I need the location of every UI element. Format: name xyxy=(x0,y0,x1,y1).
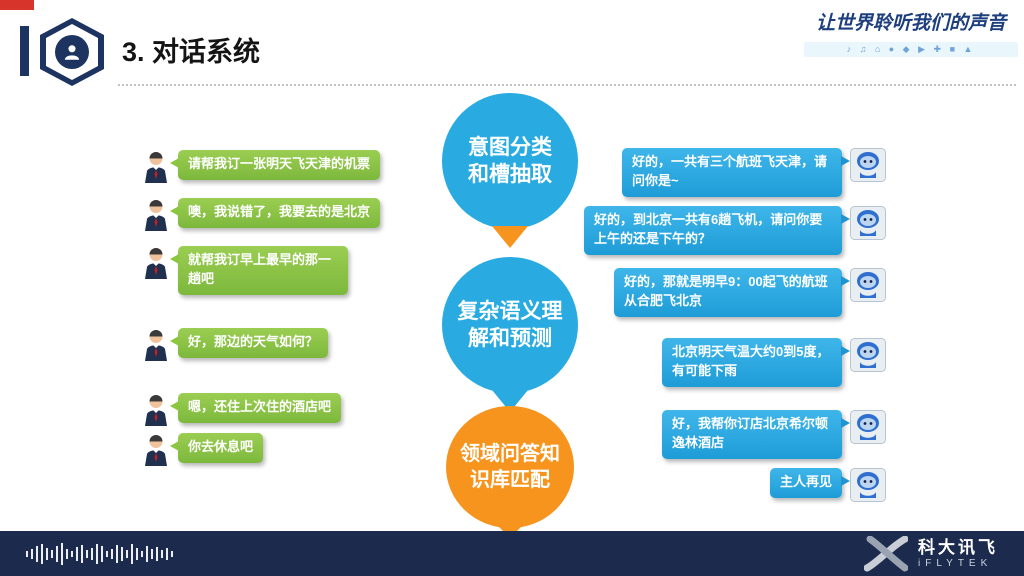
user-avatar-icon xyxy=(145,152,167,183)
chat-bubble-user: 噢，我说错了，我要去的是北京 xyxy=(169,198,381,228)
banner-icons: ♪ ♫ ⌂ ● ◆ ▶ ✚ ■ ▲ xyxy=(804,42,1018,57)
node-tail-1 xyxy=(492,226,528,248)
user-avatar-icon xyxy=(145,435,167,466)
user-avatar-icon xyxy=(145,200,167,231)
node-domain-qa: 领域问答知 识库匹配 xyxy=(446,406,574,528)
user-avatar-icon xyxy=(145,330,167,361)
bot-message-row: 北京明天气温大约0到5度，有可能下雨 xyxy=(662,338,886,387)
chat-bubble-bot: 好的，一共有三个航班飞天津，请问你是~ xyxy=(622,148,850,197)
red-corner-accent xyxy=(0,0,34,10)
bot-message-row: 好的，到北京一共有6趟飞机，请问你要上午的还是下午的？ xyxy=(584,206,886,255)
robot-avatar-icon xyxy=(850,410,886,444)
bot-message-row: 好的，那就是明早9：00起飞的航班从合肥飞北京 xyxy=(614,268,886,317)
node-label: 复杂语义理 解和预测 xyxy=(457,299,563,350)
chat-bubble-bot: 好的，那就是明早9：00起飞的航班从合肥飞北京 xyxy=(614,268,850,317)
chat-bubble-user: 你去休息吧 xyxy=(169,433,264,463)
robot-avatar-icon xyxy=(850,468,886,502)
robot-avatar-icon xyxy=(850,206,886,240)
brand-name-en: iFLYTEK xyxy=(918,557,993,569)
chat-bubble-user: 请帮我订一张明天飞天津的机票 xyxy=(169,150,381,180)
user-avatar-icon xyxy=(145,395,167,426)
person-badge-icon xyxy=(55,35,89,69)
slogan-banner: 让世界聆听我们的声音 ♪ ♫ ⌂ ● ◆ ▶ ✚ ■ ▲ xyxy=(804,8,1018,57)
user-message-row: 嗯，还住上次住的酒店吧 xyxy=(142,393,342,427)
user-message-row: 噢，我说错了，我要去的是北京 xyxy=(142,198,381,232)
waveform-icon xyxy=(26,542,173,565)
user-message-row: 请帮我订一张明天飞天津的机票 xyxy=(142,150,381,184)
robot-avatar-icon xyxy=(850,338,886,372)
chat-bubble-user: 好，那边的天气如何？ xyxy=(169,328,329,358)
node-intent-classification: 意图分类 和槽抽取 xyxy=(442,93,578,229)
bot-message-row: 好的，一共有三个航班飞天津，请问你是~ xyxy=(622,148,886,197)
chat-bubble-bot: 主人再见 xyxy=(769,468,851,498)
user-message-row: 你去休息吧 xyxy=(142,433,264,467)
bot-message-row: 好，我帮你订店北京希尔顿逸林酒店 xyxy=(662,410,886,459)
user-avatar-icon xyxy=(145,248,167,279)
header-separator xyxy=(118,84,1016,86)
chat-bubble-bot: 北京明天气温大约0到5度，有可能下雨 xyxy=(662,338,850,387)
node-label: 意图分类 和槽抽取 xyxy=(468,135,552,186)
section-icon-hexagon xyxy=(40,18,104,86)
brand-texts: 科大讯飞 iFLYTEK xyxy=(918,538,998,569)
footer-bar: 科大讯飞 iFLYTEK xyxy=(0,531,1024,576)
logo-x-icon xyxy=(864,535,908,571)
user-message-row: 就帮我订早上最早的那一趟吧 xyxy=(142,246,348,295)
bot-message-row: 主人再见 xyxy=(769,468,886,502)
node-semantic-understanding: 复杂语义理 解和预测 xyxy=(442,257,578,393)
iflytek-logo: 科大讯飞 iFLYTEK xyxy=(864,535,998,572)
chat-bubble-bot: 好，我帮你订店北京希尔顿逸林酒店 xyxy=(662,410,850,459)
robot-avatar-icon xyxy=(850,148,886,182)
banner-calligraphy: 让世界聆听我们的声音 xyxy=(815,13,1006,34)
chat-bubble-bot: 好的，到北京一共有6趟飞机，请问你要上午的还是下午的？ xyxy=(584,206,850,255)
chat-bubble-user: 就帮我订早上最早的那一趟吧 xyxy=(170,246,348,295)
hexagon-inner xyxy=(46,24,98,80)
user-message-row: 好，那边的天气如何？ xyxy=(142,328,329,362)
robot-avatar-icon xyxy=(850,268,886,302)
title-accent-bar xyxy=(20,26,29,76)
page-title: 3. 对话系统 xyxy=(122,37,261,67)
node-label: 领域问答知 识库匹配 xyxy=(460,443,560,491)
chat-bubble-user: 嗯，还住上次住的酒店吧 xyxy=(169,393,342,423)
brand-name-cn: 科大讯飞 xyxy=(918,537,998,557)
